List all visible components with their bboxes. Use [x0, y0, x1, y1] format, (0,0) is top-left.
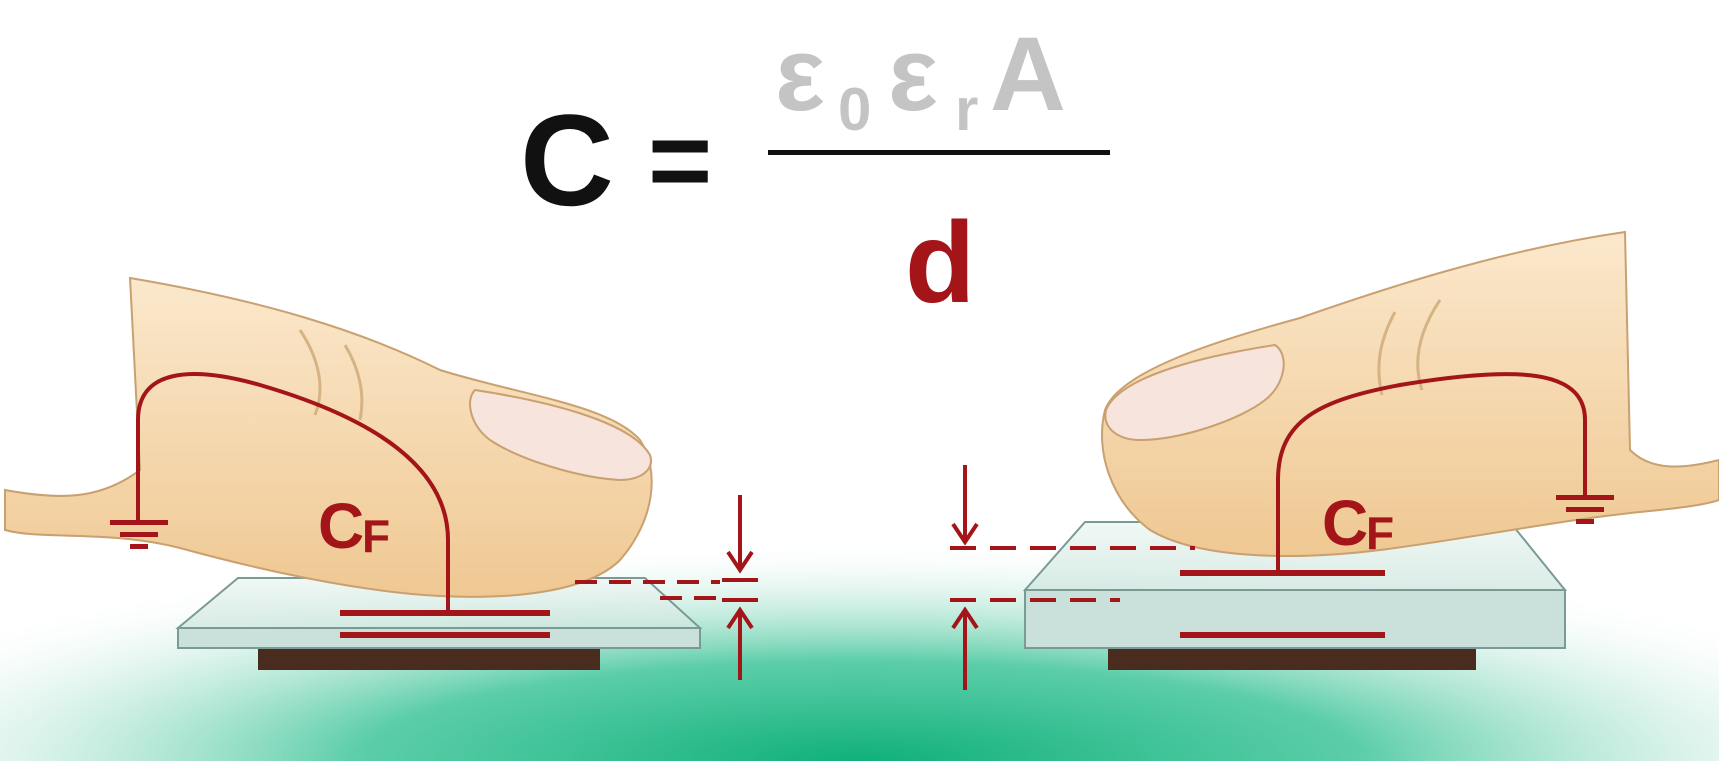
denominator-distance: d [905, 199, 975, 327]
numerator-area: A [990, 16, 1066, 133]
right-cf-label: C [1322, 487, 1368, 559]
left-glass-top [175, 577, 703, 629]
right-electrode-upper [1180, 570, 1385, 576]
right-cf-subscript: F [1366, 507, 1394, 559]
right-sensor-assembly: C F [950, 230, 1719, 690]
left-knuckle-crease [298, 329, 322, 416]
right-knuckle-crease-2 [1377, 311, 1397, 396]
left-cf-label: C [318, 490, 364, 562]
left-knuckle-crease-2 [343, 344, 364, 421]
right-electrode-lower [1180, 632, 1385, 638]
left-base-plate [258, 648, 600, 670]
right-finger [1101, 230, 1719, 557]
fraction-bar [768, 150, 1110, 155]
right-fingernail [1104, 343, 1285, 442]
left-ground-wire [136, 372, 450, 610]
left-fingernail [469, 388, 652, 482]
left-cf-subscript: F [362, 510, 390, 562]
right-ground-icon [1556, 495, 1614, 524]
left-finger [4, 276, 653, 598]
numerator-subscript-0: 0 [838, 76, 871, 143]
right-base-plate [1108, 648, 1476, 670]
right-ground-wire [1276, 372, 1587, 570]
numerator-subscript-r: r [955, 76, 978, 143]
numerator-epsilon-r: ε [888, 16, 938, 133]
left-ground-icon [110, 520, 168, 549]
left-sensor-assembly: C F [4, 276, 758, 680]
numerator-epsilon-0: ε [775, 16, 825, 133]
capacitance-formula: C = ε 0 ε r A d [520, 16, 1110, 327]
right-glass-front [1024, 589, 1566, 649]
left-distance-indicator [575, 495, 758, 680]
right-distance-indicator [950, 465, 1195, 690]
formula-equals: = [648, 99, 712, 222]
left-electrode-lower [340, 632, 550, 638]
left-electrode-upper [340, 610, 550, 616]
formula-lhs: C [520, 87, 614, 233]
